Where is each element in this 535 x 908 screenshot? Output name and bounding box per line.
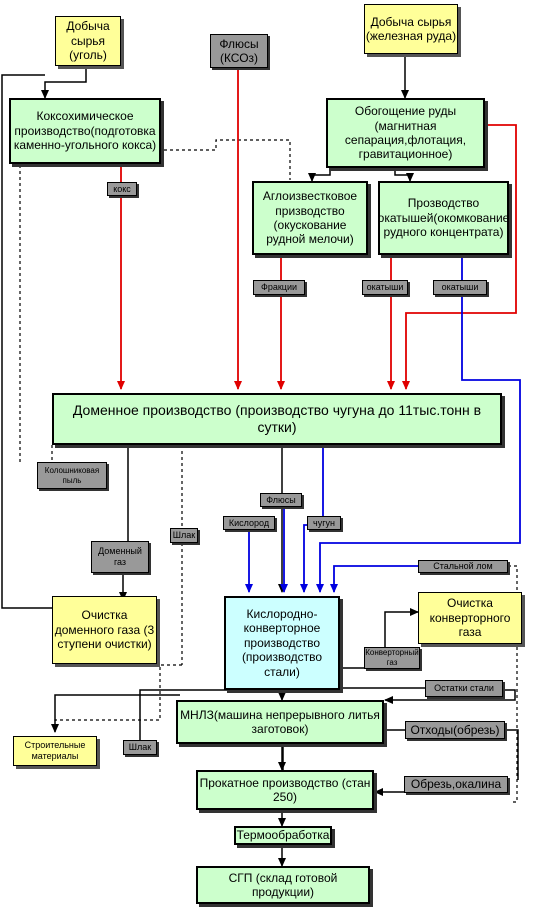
label-steel-rest-text: Остатки стали	[434, 683, 494, 694]
pellet-box: Прозводство окатышей(окомкование рудного…	[378, 181, 509, 255]
sgp-label: СГП (склад готовой продукции)	[228, 870, 338, 899]
conv-gas-clean-box: Очистка конверторного газа	[418, 592, 522, 644]
label-top-dust-text: Колошниковая пыль	[44, 465, 100, 485]
gas-clean-label: Очистка доменного газа (3 ступени очистк…	[54, 608, 155, 652]
label-pig-iron: чугун	[307, 516, 341, 530]
label-waste: Отходы(обрезь)	[405, 721, 505, 739]
conv-gas-clean-label: Очистка конверторного газа	[429, 596, 511, 640]
label-bf-gas-text: Доменный газ	[98, 546, 142, 567]
label-fractions: Фракции	[253, 280, 305, 295]
label-slag-2-text: Шлак	[128, 742, 152, 753]
label-koks: кокс	[107, 182, 137, 196]
blue-pellet-to-converter	[316, 255, 521, 593]
label-pellets-2: окатыши	[433, 280, 487, 295]
arrow-conv-to-build	[51, 694, 180, 733]
ore-enrich-label: Обогощение руды (магнитная сепарация,фло…	[344, 104, 467, 162]
building-materials-box: Строительные материалы	[13, 736, 97, 766]
arrow-coal-to-coke	[41, 68, 87, 99]
label-trim-scale-text: Обрезь,окалина	[410, 777, 502, 792]
label-fluxes: Флюсы	[260, 493, 302, 507]
dash-top-dust-up	[19, 139, 291, 462]
ore-mining-box: Добыча сырья (железная руда)	[364, 4, 458, 54]
arrow-waste-to-mnlz-end	[505, 729, 519, 780]
ore-mining-label: Добыча сырья (железная руда)	[365, 14, 457, 43]
sgp-box: СГП (склад готовой продукции)	[196, 866, 370, 904]
building-materials-label: Строительные материалы	[24, 740, 86, 761]
label-pellets-1-text: окатыши	[366, 282, 404, 293]
label-waste-text: Отходы(обрезь)	[410, 722, 500, 737]
arrow-conv-to-conv-gas	[320, 608, 419, 669]
gas-clean-box: Очистка доменного газа (3 ступени очистк…	[52, 596, 157, 664]
line-conv-to-slag2	[139, 689, 240, 740]
converter-box: Кислородно-конверторное производство (пр…	[224, 596, 340, 690]
fluxes-kso-label: Флюсы (КСОз)	[219, 36, 259, 65]
heat-treat-label: Термообработка	[236, 828, 330, 843]
label-pig-iron-text: чугун	[313, 517, 335, 528]
dash-scrap-right	[508, 565, 518, 803]
line-gas-return	[1, 74, 52, 609]
label-koks-text: кокс	[113, 183, 131, 194]
converter-label: Кислородно-конверторное производство (пр…	[241, 607, 323, 679]
sinter-label: Аглоизвестковое призводство (окускование…	[262, 189, 358, 247]
blue-scrap-to-converter	[330, 565, 418, 593]
dash-slag1-to-build	[54, 664, 182, 732]
pellet-label: Прозводство окатышей(окомкование рудного…	[377, 196, 510, 240]
coke-chem-label: Коксохимическое производство(подготовка …	[13, 109, 157, 153]
label-slag-1-text: Шлак	[172, 530, 196, 541]
mnlz-label: МНЛЗ(машина непрерывного литья заготовок…	[180, 707, 380, 736]
red-enrich-to-bf	[402, 124, 517, 390]
ore-enrich-box: Обогощение руды (магнитная сепарация,фло…	[326, 98, 485, 168]
label-oxygen-text: Кислород	[228, 517, 270, 528]
rolling-label: Прокатное производство (стан 250)	[199, 775, 371, 804]
label-steel-scrap: Стальной лом	[418, 560, 508, 573]
label-pellets-2-text: окатыши	[441, 282, 479, 293]
label-slag-2: Шлак	[123, 740, 157, 755]
coal-mining-box: Добыча сырья (уголь)	[55, 16, 121, 66]
label-slag-1: Шлак	[170, 528, 198, 543]
label-steel-rest: Остатки стали	[425, 680, 503, 697]
label-steel-scrap-text: Стальной лом	[433, 561, 493, 572]
label-fluxes-text: Флюсы	[266, 494, 296, 505]
blast-furnace-label: Доменное производство (производство чугу…	[72, 402, 482, 435]
label-conv-gas: Конверторный газ	[364, 647, 420, 669]
blast-furnace-box: Доменное производство (производство чугу…	[52, 393, 502, 445]
arrow-steel-rest-to-mnlz	[384, 689, 516, 704]
label-conv-gas-text: Конверторный газ	[365, 648, 419, 667]
label-oxygen: Кислород	[223, 516, 275, 530]
sinter-box: Аглоизвестковое призводство (окускование…	[252, 181, 368, 255]
label-trim-scale: Обрезь,окалина	[404, 776, 508, 793]
heat-treat-box: Термообработка	[234, 826, 332, 845]
label-pellets-1: окатыши	[362, 280, 408, 295]
label-top-dust: Колошниковая пыль	[37, 462, 107, 489]
label-bf-gas: Доменный газ	[91, 541, 149, 573]
label-fractions-text: Фракции	[261, 282, 297, 293]
coal-mining-label: Добыча сырья (уголь)	[66, 19, 110, 63]
fluxes-kso-box: Флюсы (КСОз)	[210, 34, 268, 68]
coke-chem-box: Коксохимическое производство(подготовка …	[9, 98, 161, 164]
rolling-box: Прокатное производство (стан 250)	[196, 770, 374, 810]
mnlz-box: МНЛЗ(машина непрерывного литья заготовок…	[176, 700, 384, 744]
